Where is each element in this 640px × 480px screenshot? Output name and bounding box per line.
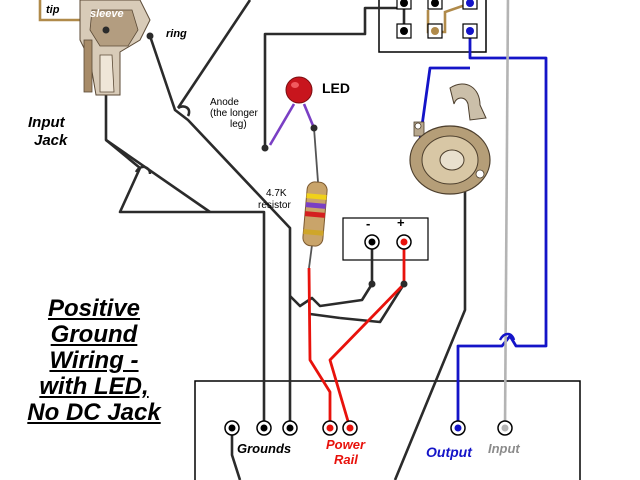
grounds-label: Grounds (237, 441, 292, 456)
title-line-2: Ground (50, 321, 138, 348)
input-label: Input (488, 441, 520, 456)
led (285, 76, 313, 104)
resistor-label-2: resistor (258, 200, 291, 211)
anode-note-line-3: leg) (230, 119, 247, 130)
led-legs (268, 103, 316, 146)
battery-minus-label: - (366, 216, 371, 231)
anode-note-line-1: Anode (210, 97, 239, 108)
battery-plus-label: + (397, 215, 405, 230)
output-label: Output (426, 444, 472, 460)
resistor-lead-bottom (308, 244, 313, 269)
diagram-title: Positive Ground Wiring - with LED, No DC… (4, 296, 184, 426)
wire-crossings (134, 165, 516, 341)
board-pads (224, 420, 513, 436)
sleeve-label: sleeve (90, 8, 124, 20)
anode-note: Anode (the longer leg) (210, 97, 258, 130)
led-label: LED (322, 80, 350, 96)
red-wires (307, 242, 406, 429)
anode-note-line-2: (the longer (210, 108, 258, 119)
title-line-4: with LED, (39, 373, 149, 400)
tip-label: tip (46, 4, 60, 16)
effect-board (194, 380, 581, 480)
gray-wire (503, 0, 510, 429)
output-jack-graphic (409, 83, 491, 195)
ring-label: ring (166, 28, 187, 40)
power-rail-label-1: Power (326, 437, 366, 452)
resistor-lead-top (313, 127, 319, 183)
black-wires (104, 0, 467, 480)
title-line-1: Positive (47, 295, 141, 322)
resistor (302, 181, 328, 247)
power-rail-label-2: Rail (334, 452, 358, 467)
input-jack-label-1: Input (28, 114, 65, 131)
title-line-3: Wiring - (49, 347, 139, 374)
battery-terminals (364, 234, 412, 250)
connection-dots (102, 26, 408, 288)
input-jack-label-2: Jack (34, 132, 68, 149)
title-line-5: No DC Jack (27, 399, 161, 426)
footswitch-lugs (396, 0, 478, 39)
led-body (285, 76, 313, 104)
blue-wires (418, 32, 548, 428)
resistor-label-1: 4.7K (266, 188, 287, 199)
input-jack-graphic (79, 0, 151, 96)
battery-snap (342, 217, 429, 261)
